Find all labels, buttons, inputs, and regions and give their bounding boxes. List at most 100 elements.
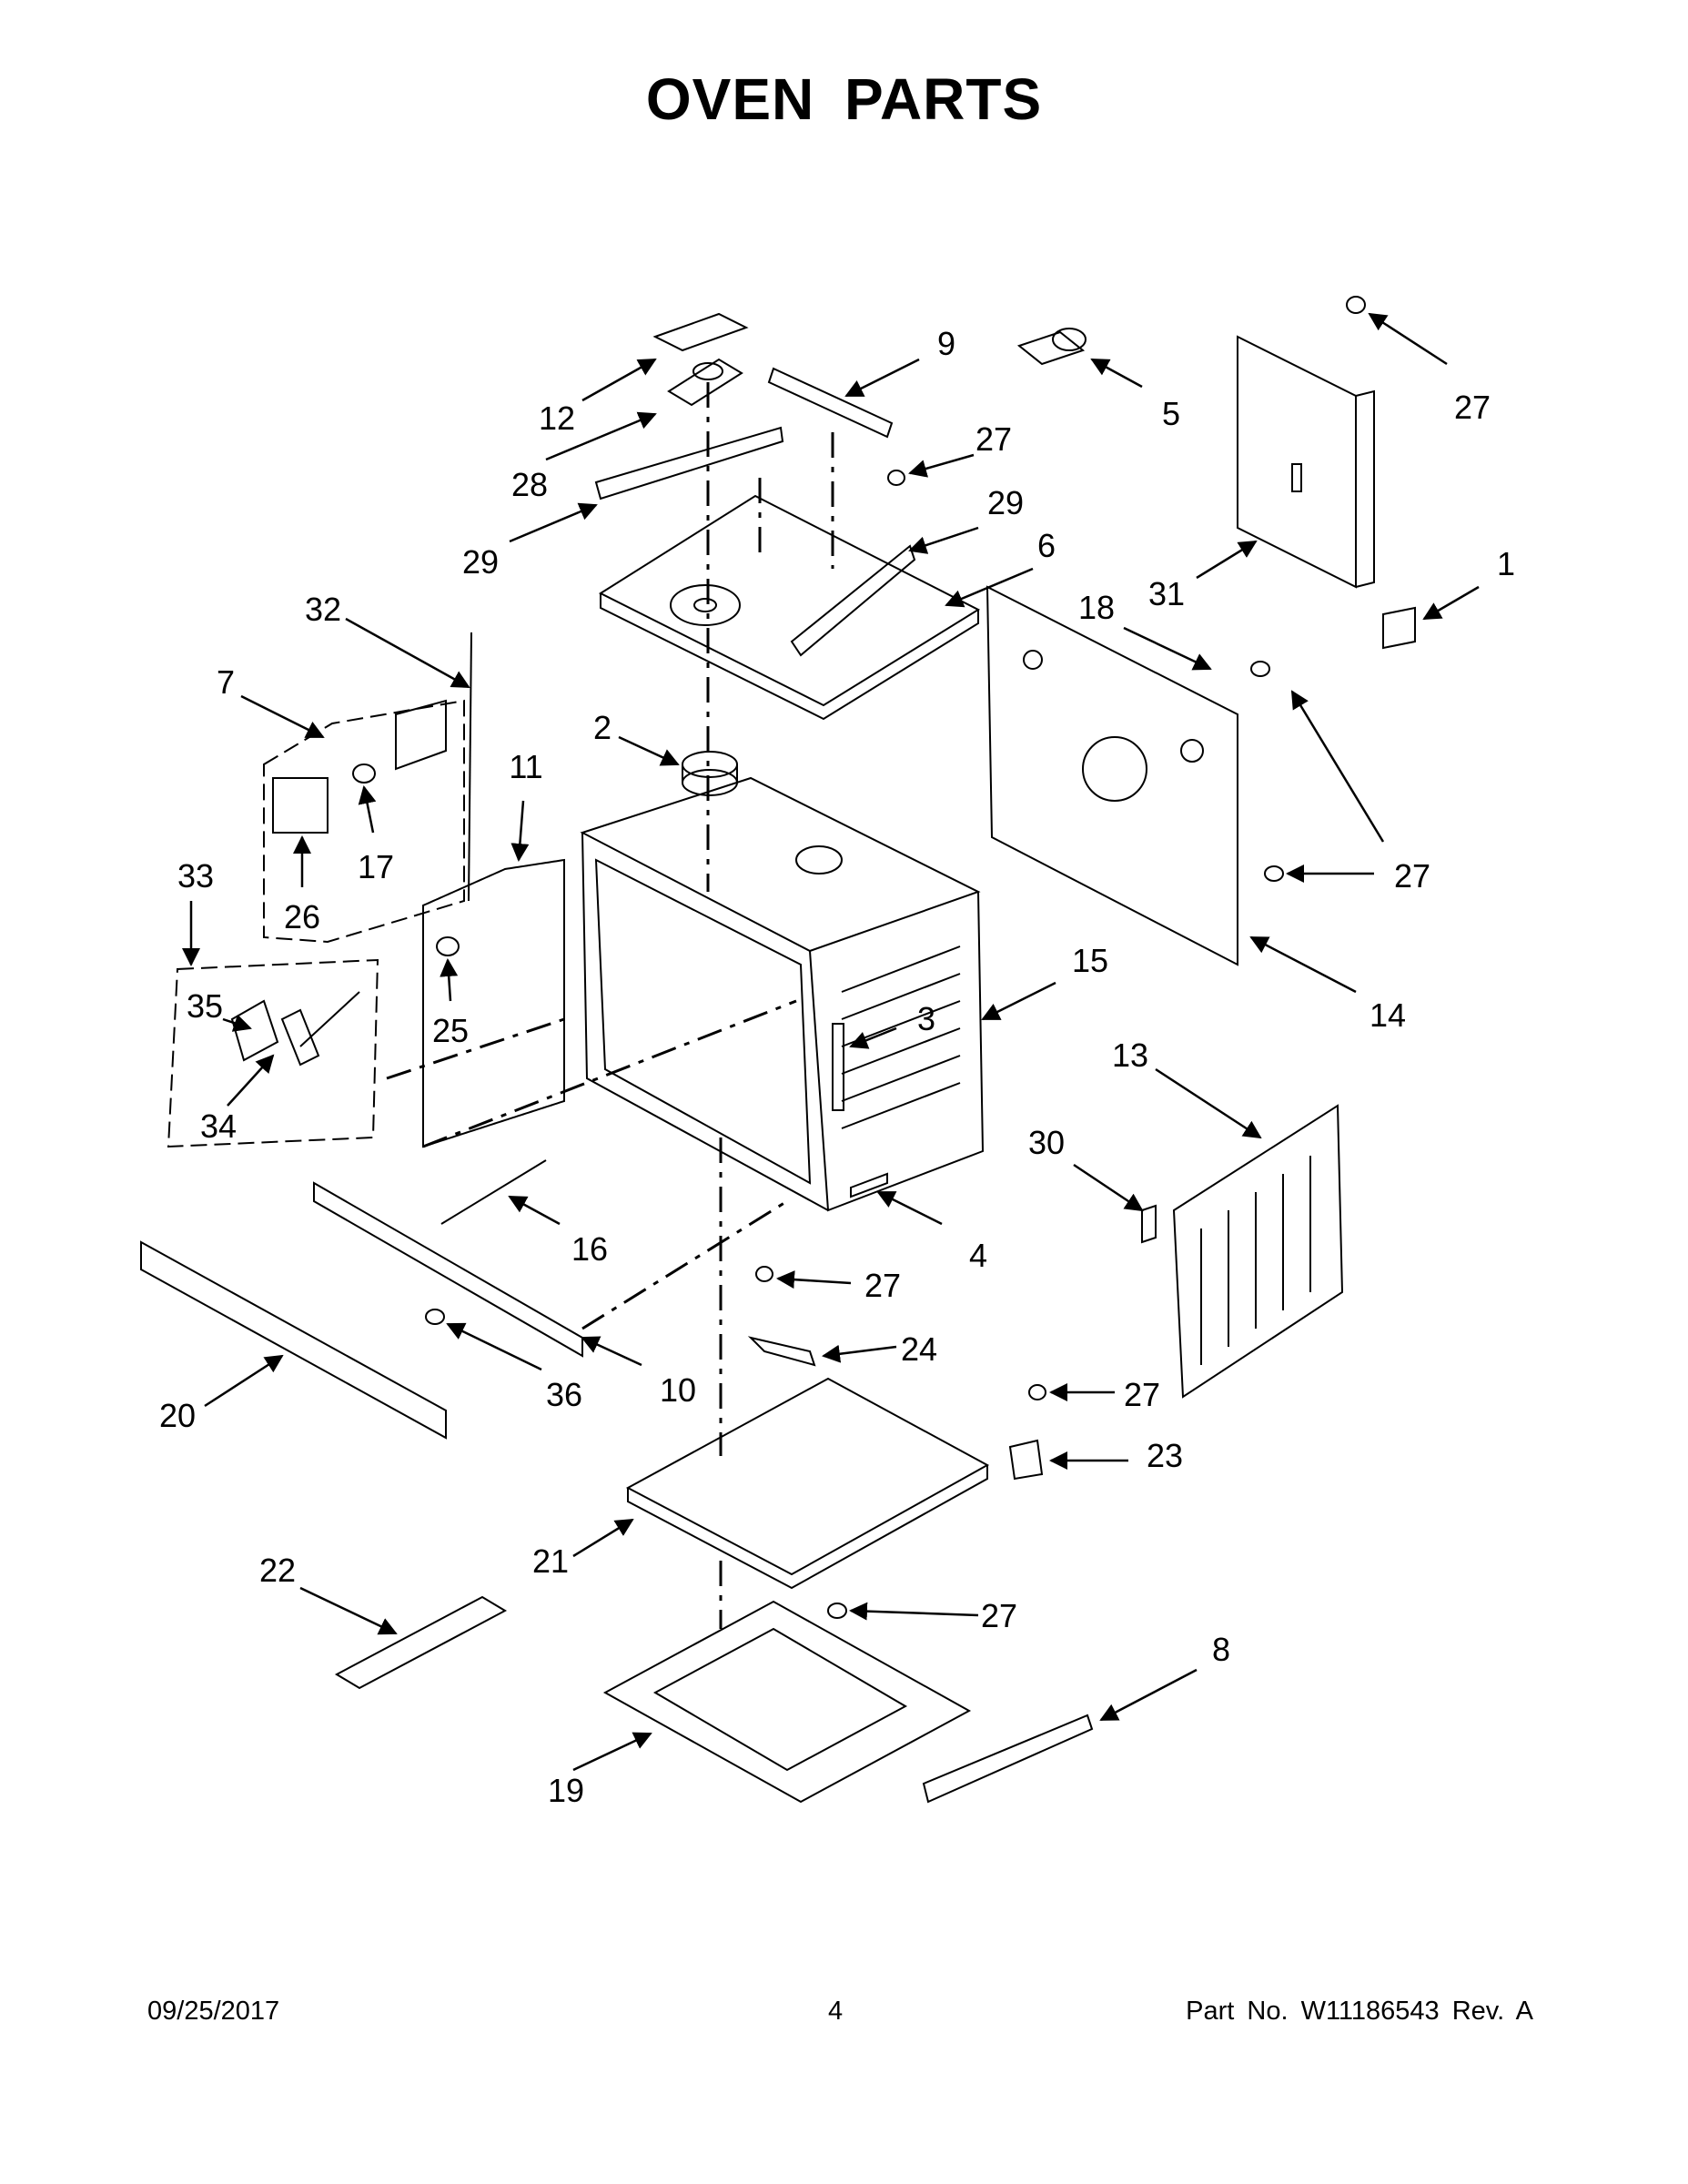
leader-21 xyxy=(572,1518,634,1558)
callout-34: 34 xyxy=(200,1107,237,1145)
align-line-door xyxy=(581,1199,788,1330)
leader-19 xyxy=(572,1732,652,1772)
callout-28: 28 xyxy=(511,466,548,503)
part-trim-10 xyxy=(313,1181,583,1358)
callout-5: 5 xyxy=(1162,395,1180,432)
callout-19: 19 xyxy=(548,1772,584,1809)
leader-8 xyxy=(1099,1668,1198,1722)
callout-15: 15 xyxy=(1072,942,1108,979)
screw-27-g xyxy=(827,1603,847,1619)
part-fan-motor xyxy=(682,751,738,796)
leader-34 xyxy=(227,1054,275,1107)
callout-8: 8 xyxy=(1212,1631,1230,1668)
screw-27-b xyxy=(887,470,905,486)
leader-27-r1 xyxy=(1290,690,1385,843)
leader-35 xyxy=(222,1014,252,1032)
callout-7: 7 xyxy=(217,663,235,701)
part-probe xyxy=(440,1159,547,1225)
part-knob xyxy=(436,936,460,956)
part-bottom-base xyxy=(602,1600,972,1804)
leader-7 xyxy=(240,694,325,739)
screw-27-d xyxy=(1264,865,1284,882)
callout-36: 36 xyxy=(546,1376,582,1413)
leader-13 xyxy=(1155,1067,1262,1139)
callout-32: 32 xyxy=(305,591,341,628)
callout-27-top: 27 xyxy=(975,420,1012,458)
callout-24: 24 xyxy=(901,1330,937,1368)
callout-27-b: 27 xyxy=(981,1597,1017,1634)
leader-31 xyxy=(1196,540,1258,580)
leader-22 xyxy=(299,1586,398,1635)
footer-page-number: 4 xyxy=(828,1997,844,2026)
callout-29-left: 29 xyxy=(462,543,499,581)
screw-27-c xyxy=(1250,661,1270,677)
callout-25: 25 xyxy=(432,1012,469,1049)
callout-27-m: 27 xyxy=(864,1267,901,1304)
callout-3: 3 xyxy=(917,1000,935,1037)
callout-12: 12 xyxy=(539,399,575,437)
leader-29-right xyxy=(908,526,979,554)
part-oven-cavity xyxy=(580,776,985,1212)
leader-20 xyxy=(204,1354,284,1408)
part-bracket-30 xyxy=(1141,1204,1157,1244)
part-valve xyxy=(1016,328,1087,366)
leader-27-b xyxy=(849,1602,979,1621)
leader-5 xyxy=(1090,358,1143,389)
screw-27-e xyxy=(755,1266,773,1282)
callout-18: 18 xyxy=(1078,589,1115,626)
leader-1 xyxy=(1422,585,1480,621)
screw-27-a xyxy=(1346,296,1366,314)
leader-10 xyxy=(581,1336,642,1367)
align-line-knob xyxy=(386,1017,565,1080)
callout-23: 23 xyxy=(1147,1437,1183,1474)
leader-11 xyxy=(510,800,530,862)
leader-28 xyxy=(545,411,657,461)
leader-32 xyxy=(345,617,470,689)
callout-31: 31 xyxy=(1148,575,1185,612)
align-line-cavity xyxy=(422,999,797,1148)
leader-27-tr xyxy=(1368,312,1448,366)
leader-30 xyxy=(1073,1163,1144,1212)
callout-30: 30 xyxy=(1028,1124,1065,1161)
screw-27-f xyxy=(1028,1384,1046,1400)
part-bottom-panel xyxy=(625,1377,990,1590)
leader-25 xyxy=(440,958,459,1002)
page-title: OVEN PARTS xyxy=(645,66,1043,132)
callout-35: 35 xyxy=(187,987,223,1025)
part-bracket-24 xyxy=(747,1336,816,1367)
callout-20: 20 xyxy=(159,1397,196,1434)
part-rail-8 xyxy=(922,1714,1094,1804)
callout-27-m2: 27 xyxy=(1124,1376,1160,1413)
part-cover-12 xyxy=(652,312,749,352)
footer-date: 09/25/2017 xyxy=(147,1997,280,2026)
callout-33: 33 xyxy=(177,857,214,895)
callout-16: 16 xyxy=(571,1230,608,1268)
part-rear-shield xyxy=(1237,335,1375,589)
leader-9 xyxy=(844,358,920,398)
callout-11: 11 xyxy=(509,748,542,785)
part-trim-29-left xyxy=(594,426,784,500)
leader-16 xyxy=(508,1195,561,1226)
callout-26: 26 xyxy=(284,898,320,935)
leader-2 xyxy=(618,735,680,766)
leader-3 xyxy=(849,1026,897,1049)
part-top-panel xyxy=(598,494,981,721)
callout-17: 17 xyxy=(358,848,394,885)
part-back-panel xyxy=(986,585,1238,966)
part-screw-36 xyxy=(425,1309,445,1325)
callout-2: 2 xyxy=(593,709,612,746)
callout-14: 14 xyxy=(1370,996,1406,1034)
part-bracket-4 xyxy=(850,1172,888,1198)
callout-27-r: 27 xyxy=(1394,857,1430,895)
part-door-gasket xyxy=(422,858,565,1148)
leader-36 xyxy=(446,1322,542,1371)
part-terminal-box xyxy=(1382,606,1416,650)
part-bracket-23 xyxy=(1008,1439,1044,1481)
callout-21: 21 xyxy=(532,1542,569,1580)
part-bracket-22 xyxy=(334,1595,508,1690)
leader-27-m xyxy=(776,1270,852,1289)
part-control-group xyxy=(263,699,465,944)
leader-29-left xyxy=(509,502,598,543)
part-trim-20 xyxy=(140,1240,447,1440)
part-side-panel xyxy=(1172,1104,1344,1399)
